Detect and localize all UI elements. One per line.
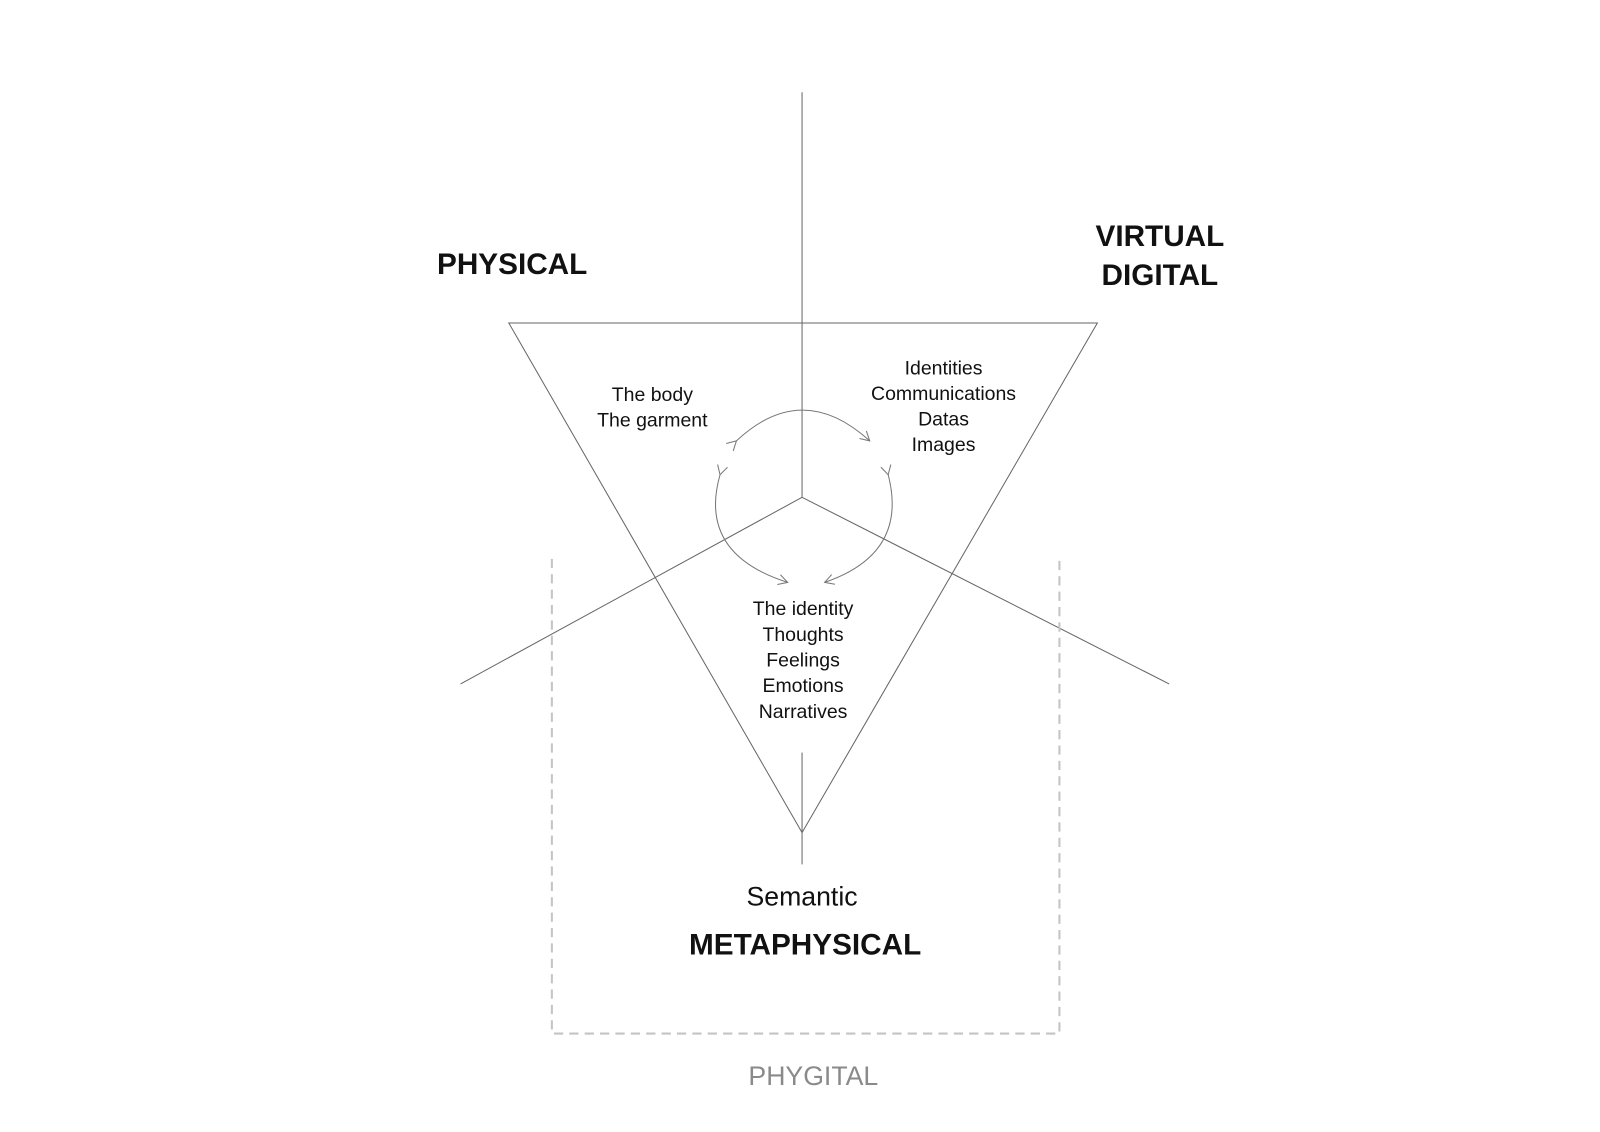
phygital-label: PHYGITAL (748, 1061, 878, 1091)
list-item: Communications (871, 383, 1016, 405)
digital-items: Identities Communications Datas Images (871, 357, 1016, 456)
list-item: Images (912, 434, 976, 456)
right-axis-line (801, 496, 1170, 685)
virtual-label: VIRTUAL (1096, 220, 1225, 253)
list-item: Thoughts (762, 624, 843, 646)
phygital-dashed-box (550, 558, 1061, 1035)
physical-label: PHYSICAL (437, 248, 587, 281)
list-item: Datas (918, 409, 969, 431)
list-item: The garment (597, 410, 708, 432)
list-item: Emotions (762, 675, 843, 697)
digital-label: DIGITAL (1102, 259, 1219, 292)
list-item: The identity (753, 598, 854, 620)
list-item: The body (612, 384, 693, 406)
top-cycle-arrow (726, 409, 871, 452)
list-item: Feelings (766, 649, 840, 671)
list-item: Identities (905, 357, 983, 379)
left-axis-line (460, 496, 803, 685)
left-cycle-arrow (715, 464, 789, 585)
metaphysical-items: The identity Thoughts Feelings Emotions … (753, 598, 854, 723)
list-item: Narratives (759, 701, 848, 723)
semantic-label: Semantic (747, 881, 858, 911)
physical-items: The body The garment (597, 384, 708, 432)
metaphysical-label: METAPHYSICAL (689, 929, 921, 962)
right-cycle-arrow (823, 464, 893, 585)
